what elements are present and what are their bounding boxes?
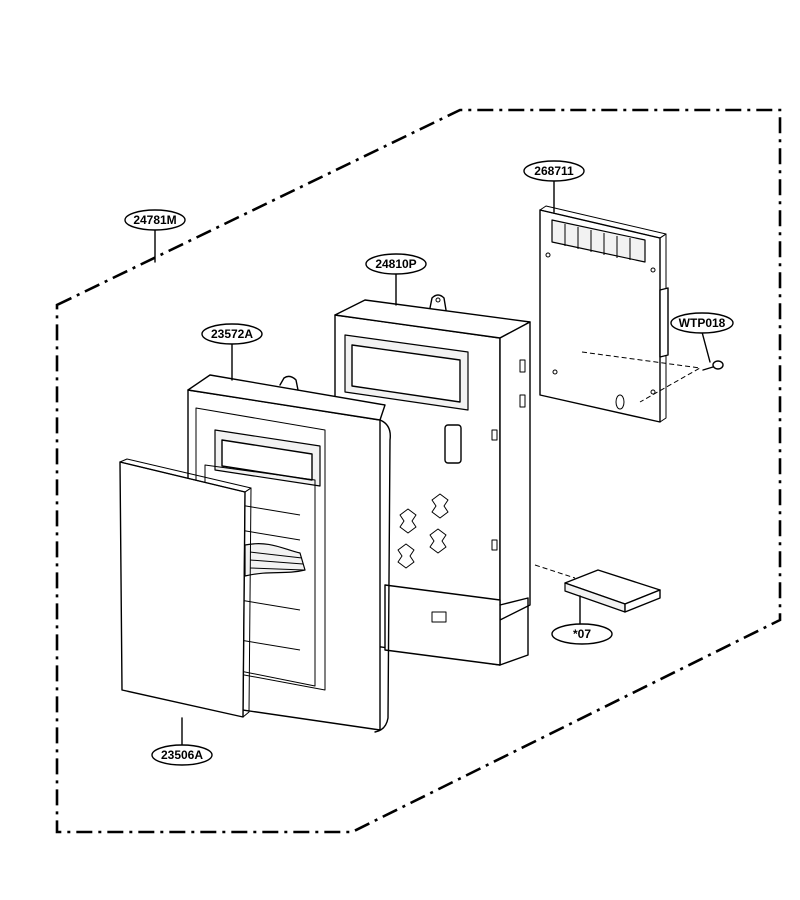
part-wtp018-screw <box>702 360 724 371</box>
callout-label: 268711 <box>534 164 574 178</box>
callout-label: 24781M <box>133 213 176 227</box>
callout-label: 23506A <box>161 748 203 762</box>
callout-24781m: 24781M <box>124 209 186 231</box>
callout-268711: 268711 <box>523 160 585 182</box>
key-cutouts <box>397 493 449 569</box>
callout-label: *07 <box>573 627 591 641</box>
callout-23506a: 23506A <box>151 744 213 766</box>
callout-label: WTP018 <box>679 316 726 330</box>
leader-lines <box>154 179 711 747</box>
callout-label: 23572A <box>211 327 253 341</box>
part-268711-control-pcb <box>539 205 669 423</box>
callout-24810p: 24810P <box>365 253 427 275</box>
callout-23572a: 23572A <box>201 323 263 345</box>
callout-label: 24810P <box>375 257 416 271</box>
part-23506a-membrane-panel <box>119 458 252 718</box>
callout-07: *07 <box>551 623 613 645</box>
part-07-spacer <box>564 569 661 613</box>
callout-wtp018: WTP018 <box>670 312 734 334</box>
assembly-boundary <box>55 108 782 834</box>
